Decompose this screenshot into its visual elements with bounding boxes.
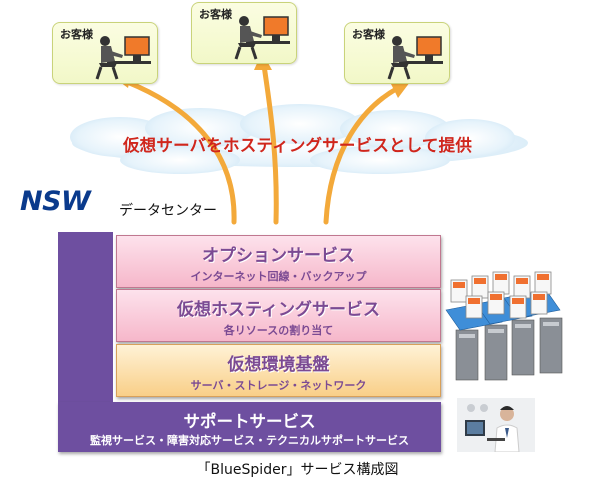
support-layer-side (58, 232, 113, 404)
support-layer (58, 402, 441, 452)
customer-label: お客様 (352, 28, 385, 41)
virtual-infra-sub: サーバ・ストレージ・ネットワーク (190, 379, 367, 392)
arrow-center (261, 62, 279, 225)
datacenter-label: データセンター (119, 203, 217, 219)
arrow-right (323, 85, 401, 225)
nsw-logo: NSW (20, 186, 91, 217)
virtual-hosting-sub: 各リソースの割り当て (223, 324, 334, 337)
option-service-layer: オプションサービス インターネット回線・バックアップ (116, 235, 441, 288)
virtual-hosting-layer: 仮想ホスティングサービス 各リソースの割り当て (116, 289, 441, 342)
arrow-right-head (390, 82, 410, 98)
customer-workstation-icon (234, 16, 290, 60)
customer-box-1: お客様 (52, 22, 158, 84)
virtual-infra-layer: 仮想環境基盤 サーバ・ストレージ・ネットワーク (116, 344, 441, 397)
customer-label: お客様 (60, 28, 93, 41)
customer-label: お客様 (199, 8, 232, 21)
option-service-sub: インターネット回線・バックアップ (190, 270, 367, 283)
arrow-left (119, 77, 237, 225)
hosting-banner-text: 仮想サーバをホスティングサービスとして提供 (122, 136, 473, 155)
diagram-caption: 「BlueSpider」サービス構成図 (196, 462, 399, 478)
virtual-infra-title: 仮想環境基盤 (227, 355, 330, 375)
virtual-hosting-title: 仮想ホスティングサービス (177, 300, 380, 320)
option-service-title: オプションサービス (202, 246, 355, 266)
support-service-title: サポートサービス (183, 412, 316, 431)
customer-workstation-icon (387, 36, 443, 80)
customer-box-3: お客様 (344, 22, 450, 84)
customer-workstation-icon (95, 36, 151, 80)
server-cluster-icon (445, 271, 563, 381)
support-service-sub: 監視サービス・障害対応サービス・テクニカルサポートサービス (90, 434, 409, 447)
support-operator-photo (457, 398, 535, 452)
customer-box-2: お客様 (191, 2, 297, 64)
